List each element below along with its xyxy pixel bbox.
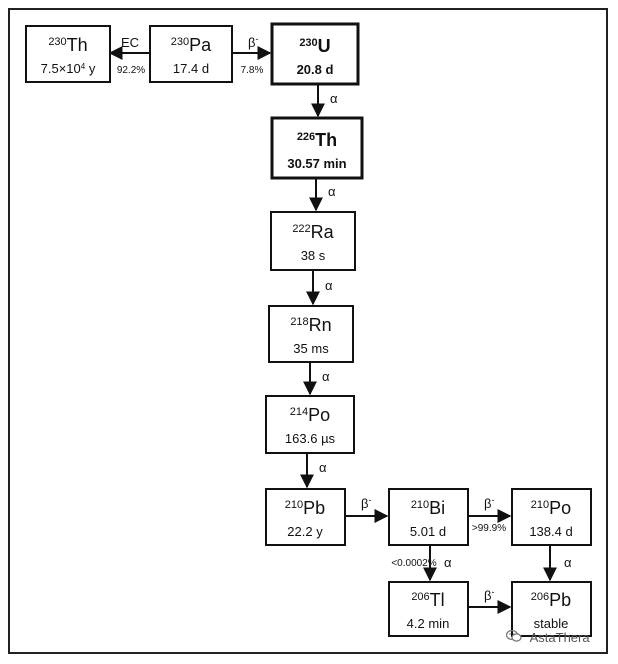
- pb206-symbol: 206Pb: [531, 590, 571, 610]
- decay-label-bi-po-mode: β-: [484, 495, 494, 511]
- pb210-halflife: 22.2 y: [287, 524, 323, 539]
- decay-label-bi-po-branch: >99.9%: [472, 523, 506, 534]
- box-th226: [270, 116, 364, 180]
- u230-halflife: 20.8 d: [297, 62, 334, 77]
- box-bi210: [388, 488, 469, 546]
- box-rn218: [268, 305, 354, 363]
- box-pa230: [149, 25, 233, 83]
- u230-symbol: 230U: [299, 36, 330, 56]
- th230-halflife: 7.5×104 y: [41, 61, 96, 76]
- tl206-symbol: 206Tl: [411, 590, 444, 610]
- decay-label-pa-th-mode: EC: [121, 35, 139, 50]
- box-tl206: [388, 581, 469, 637]
- po210-halflife: 138.4 d: [529, 524, 572, 539]
- decay-label-pb-bi-mode: β-: [361, 495, 371, 511]
- rn218-halflife: 35 ms: [293, 341, 329, 356]
- box-po210: [511, 488, 592, 546]
- decay-label-po-pb206: α: [564, 555, 572, 570]
- watermark-text: AstaThera: [529, 630, 590, 646]
- box-th230: [25, 25, 111, 83]
- bi210-symbol: 210Bi: [411, 498, 445, 518]
- box-pb210: [265, 488, 346, 546]
- decay-label-pa-th-branch: 92.2%: [117, 65, 145, 76]
- decay-label-rn-po: α: [322, 369, 330, 384]
- decay-label-pa-u-branch: 7.8%: [241, 65, 264, 76]
- box-po214: [265, 395, 355, 454]
- figure-frame: [8, 8, 608, 654]
- po210-symbol: 210Po: [531, 498, 571, 518]
- box-u230: [270, 22, 360, 86]
- tl206-halflife: 4.2 min: [407, 616, 450, 631]
- rn218-symbol: 218Rn: [290, 315, 331, 335]
- pa230-halflife: 17.4 d: [173, 61, 209, 76]
- decay-label-po-pb: α: [319, 460, 327, 475]
- ra222-halflife: 38 s: [301, 248, 326, 263]
- ra222-symbol: 222Ra: [292, 222, 334, 242]
- pb206-halflife: stable: [534, 616, 569, 631]
- th226-symbol: 226Th: [297, 130, 337, 150]
- th230-symbol: 230Th: [48, 35, 87, 55]
- decay-label-th-ra: α: [328, 184, 336, 199]
- decay-label-bi-tl-branch: <0.0002%: [391, 558, 436, 569]
- pb210-symbol: 210Pb: [285, 498, 325, 518]
- box-ra222: [270, 211, 356, 271]
- wechat-icon: [505, 629, 522, 646]
- decay-label-pa-u-mode: β-: [248, 34, 258, 50]
- pa230-symbol: 230Pa: [171, 35, 212, 55]
- decay-label-bi-tl-mode: α: [444, 555, 452, 570]
- box-pb206: [511, 581, 592, 637]
- watermark: AstaThera: [505, 629, 590, 646]
- bi210-halflife: 5.01 d: [410, 524, 446, 539]
- decay-label-ra-rn: α: [325, 278, 333, 293]
- decay-label-u-th: α: [330, 91, 338, 106]
- po214-symbol: 214Po: [290, 405, 330, 425]
- decay-label-tl-pb-mode: β-: [484, 587, 494, 603]
- po214-halflife: 163.6 µs: [285, 431, 336, 446]
- th226-halflife: 30.57 min: [287, 156, 346, 171]
